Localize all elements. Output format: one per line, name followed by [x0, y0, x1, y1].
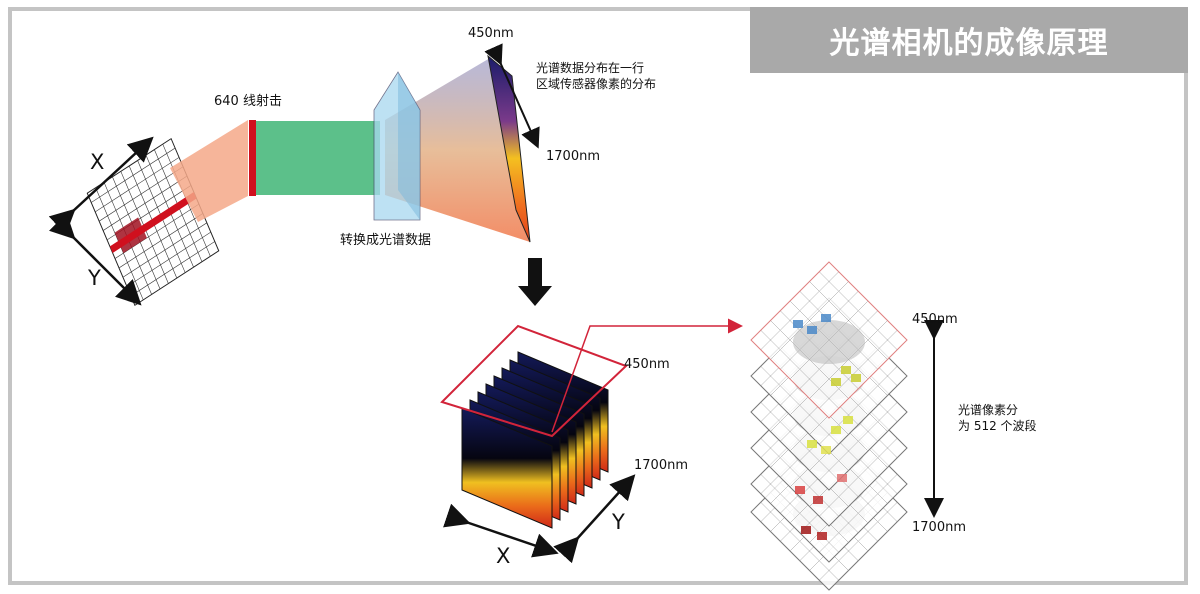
cube-axis-y-label: Y — [612, 510, 625, 534]
band-grid-line — [809, 281, 888, 360]
hypercube — [440, 324, 628, 529]
prism — [373, 71, 421, 221]
spectrum-note-line1: 光谱数据分布在一行 — [536, 61, 645, 75]
scan-slit — [249, 120, 256, 196]
y-axis-arrow — [49, 213, 142, 306]
spectrum-note: 光谱数据分布在一行 区域传感器像素的分布 — [536, 60, 656, 92]
cube-x-arrow — [443, 503, 559, 558]
stack-wavelength-top-label: 450nm — [912, 312, 958, 327]
cube-top-outline — [440, 324, 628, 438]
x-axis-arrow — [48, 136, 154, 235]
band-pixel — [807, 440, 817, 448]
band-grid-line — [819, 474, 898, 553]
convert-label: 转换成光谱数据 — [340, 233, 432, 248]
band-pixel — [801, 526, 811, 534]
band-stack — [750, 261, 908, 591]
band-pixel — [837, 474, 847, 482]
wavelength-arrow — [484, 43, 540, 149]
band-pixel — [813, 496, 823, 504]
axis-x-label: X — [90, 150, 105, 174]
band-pixel — [821, 446, 831, 454]
cube-axis-x-label: X — [496, 544, 511, 568]
line-scan-label: 640 线射击 — [214, 94, 282, 109]
band-pixel — [831, 378, 841, 386]
diagram-frame — [8, 7, 1188, 585]
band-pixel — [817, 532, 827, 540]
down-arrow — [518, 258, 552, 306]
page-title: 光谱相机的成像原理 — [829, 26, 1109, 61]
band-pixel — [851, 374, 861, 382]
band-grid-line — [819, 502, 898, 581]
bands-note: 光谱像素分 为 512 个波段 — [958, 402, 1037, 434]
band-pixel — [807, 326, 817, 334]
band-object-shape — [793, 320, 865, 364]
axis-y-label: Y — [88, 266, 101, 290]
cube-wavelength-top-label: 450nm — [624, 357, 670, 372]
band-grid-line — [819, 330, 898, 409]
cube-y-arrow — [553, 474, 636, 564]
band-pixel — [795, 486, 805, 494]
cube-wavelength-bottom-label: 1700nm — [634, 458, 688, 473]
band-pixel — [843, 416, 853, 424]
title-banner: 光谱相机的成像原理 — [750, 7, 1188, 73]
light-beam-green — [256, 121, 380, 195]
band-layer — [750, 261, 908, 419]
wavelength-top-label: 450nm — [468, 26, 514, 41]
bands-note-line2: 为 512 个波段 — [958, 419, 1037, 433]
slice-pointer-arrow — [551, 318, 743, 433]
band-pixel — [831, 426, 841, 434]
band-pixel — [841, 366, 851, 374]
band-pixel — [793, 320, 803, 328]
stack-wavelength-bottom-label: 1700nm — [912, 520, 966, 535]
spectrum-note-line2: 区域传感器像素的分布 — [536, 77, 657, 91]
wavelength-bottom-label: 1700nm — [546, 149, 600, 164]
band-grid-line — [819, 402, 898, 481]
band-grid-line — [819, 438, 898, 517]
bands-note-line1: 光谱像素分 — [958, 403, 1019, 417]
band-grid-line — [819, 271, 898, 350]
band-pixel — [821, 314, 831, 322]
light-beam-orange — [170, 120, 248, 222]
